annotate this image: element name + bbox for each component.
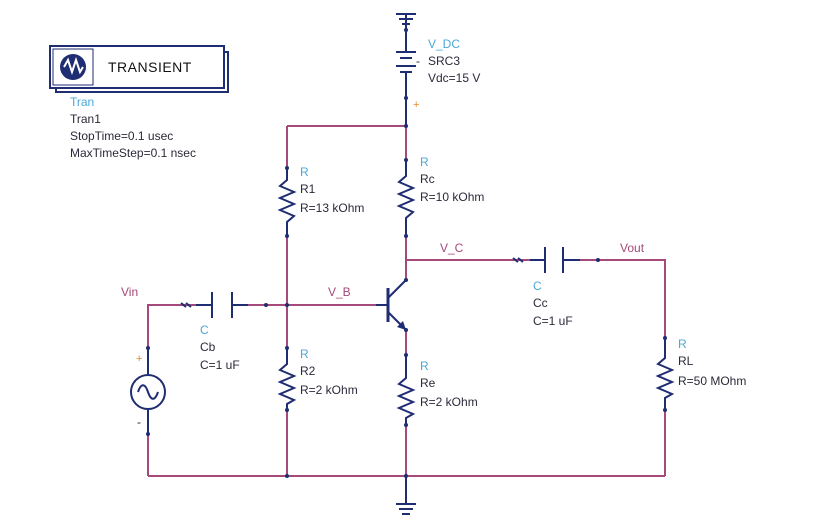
re-type: R <box>420 359 429 373</box>
ac-source-symbol <box>130 346 166 436</box>
dc-source-minus: - <box>416 54 420 68</box>
cc-value: C=1 uF <box>533 314 573 328</box>
tran-name: Tran1 <box>70 112 101 126</box>
re-name: Re <box>420 376 436 390</box>
dc-source-plus: + <box>413 99 419 111</box>
r1-value: R=13 kOhm <box>300 201 364 215</box>
rl-type: R <box>678 337 687 351</box>
rl-name: RL <box>678 354 694 368</box>
r1-name: R1 <box>300 182 316 196</box>
resistor-r1-symbol <box>277 166 297 238</box>
tran-stop-time: StopTime=0.1 usec <box>70 129 173 143</box>
rc-type: R <box>420 155 429 169</box>
rc-name: Rc <box>420 172 435 186</box>
cb-name: Cb <box>200 340 216 354</box>
net-label-vc: V_C <box>440 241 464 255</box>
cb-value: C=1 uF <box>200 358 240 372</box>
cc-type: C <box>533 279 542 293</box>
resistor-re-symbol <box>396 353 416 427</box>
cb-type: C <box>200 323 209 337</box>
net-label-vout: Vout <box>620 241 645 255</box>
npn-transistor-symbol <box>376 278 408 332</box>
net-label-vin: Vin <box>121 285 138 299</box>
dc-source-value: Vdc=15 V <box>428 71 480 85</box>
resistor-rc-symbol <box>396 158 416 238</box>
capacitor-cb-symbol <box>180 292 289 318</box>
resistor-r2-symbol <box>277 346 297 412</box>
vin-source-plus: + <box>136 353 142 365</box>
dc-source-symbol <box>396 13 416 128</box>
dc-source-inst: SRC3 <box>428 54 460 68</box>
rc-value: R=10 kOhm <box>420 190 484 204</box>
wires <box>147 125 666 477</box>
re-value: R=2 kOhm <box>420 395 478 409</box>
r2-type: R <box>300 347 309 361</box>
resistor-rl-symbol <box>655 336 675 412</box>
vin-source-minus: - <box>137 415 141 429</box>
rl-value: R=50 MOhm <box>678 374 746 388</box>
r2-name: R2 <box>300 364 316 378</box>
tran-max-step: MaxTimeStep=0.1 nsec <box>70 146 196 160</box>
tran-type: Tran <box>70 95 94 109</box>
transient-title: TRANSIENT <box>108 59 192 75</box>
net-label-vb: V_B <box>328 285 351 299</box>
cc-name: Cc <box>533 296 548 310</box>
r2-value: R=2 kOhm <box>300 383 358 397</box>
wire-cc-to-vout <box>563 259 666 338</box>
dc-source-name: V_DC <box>428 37 460 51</box>
ground-symbol <box>285 474 416 515</box>
capacitor-cc-symbol <box>512 247 600 273</box>
wire-vin-to-cb <box>147 304 212 348</box>
r1-type: R <box>300 165 309 179</box>
transient-block[interactable]: TRANSIENT <box>49 45 229 93</box>
transient-icon <box>60 54 86 80</box>
